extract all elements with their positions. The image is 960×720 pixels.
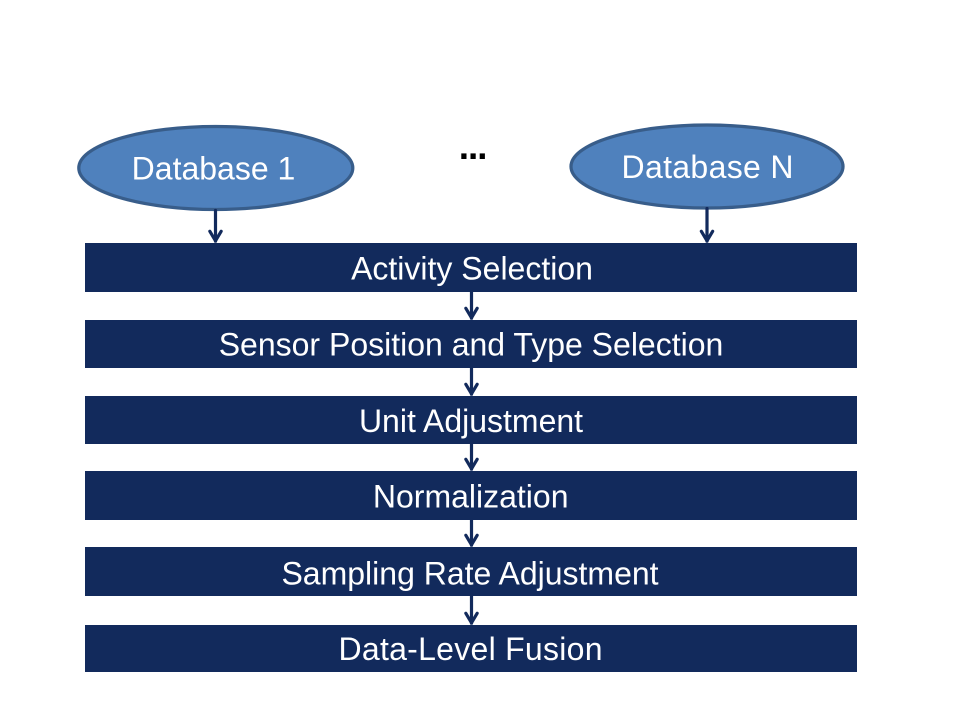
svg-text:Activity Selection: Activity Selection: [351, 251, 593, 287]
svg-text:Data-Level Fusion: Data-Level Fusion: [339, 631, 603, 667]
svg-text:Sampling Rate Adjustment: Sampling Rate Adjustment: [281, 556, 658, 592]
svg-text:Database N: Database N: [622, 149, 794, 185]
svg-text:Normalization: Normalization: [373, 478, 569, 514]
svg-text:Database 1: Database 1: [132, 150, 296, 186]
svg-text:Sensor Position and Type Selec: Sensor Position and Type Selection: [219, 327, 724, 363]
svg-text:Unit Adjustment: Unit Adjustment: [359, 403, 583, 439]
